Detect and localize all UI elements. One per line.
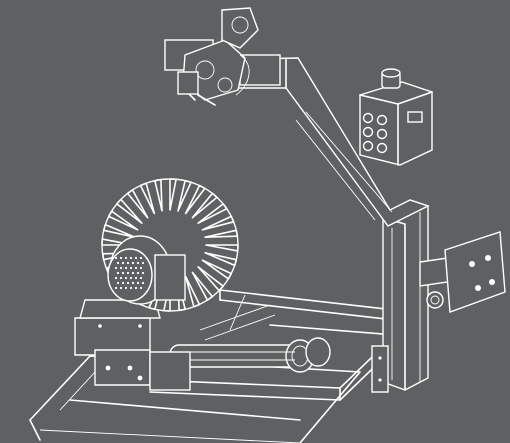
chuck-hole xyxy=(126,271,130,275)
chuck-hole xyxy=(139,266,143,270)
chuck-hole xyxy=(134,256,138,260)
control-button-icon xyxy=(376,128,388,140)
chuck-hole xyxy=(116,261,120,265)
side-arm xyxy=(419,231,506,313)
fin xyxy=(184,275,201,308)
chuck-hole xyxy=(134,286,138,290)
torch-head xyxy=(177,7,259,106)
chuck-hole xyxy=(131,281,135,285)
vertical-column xyxy=(371,199,429,393)
chuck-hole xyxy=(134,266,138,270)
chuck-hole xyxy=(119,266,123,270)
fin xyxy=(116,198,143,224)
fin xyxy=(201,259,233,280)
chuck-hole xyxy=(114,266,118,270)
chuck-hole xyxy=(124,286,128,290)
chuck-hole xyxy=(131,261,135,265)
fin xyxy=(191,192,218,219)
chuck-hole xyxy=(126,261,130,265)
fin xyxy=(177,179,192,212)
chuck-hole xyxy=(119,276,123,280)
chuck-hole xyxy=(136,271,140,275)
chuck-hole xyxy=(134,276,138,280)
control-box xyxy=(359,68,433,166)
chuck-hole xyxy=(116,271,120,275)
chuck-hole xyxy=(129,256,133,260)
chuck-hole xyxy=(114,256,118,260)
chuck-hole xyxy=(129,266,133,270)
chuck-hole xyxy=(124,256,128,260)
chuck-hole xyxy=(126,281,130,285)
fin xyxy=(191,271,214,301)
chuck-hole xyxy=(129,276,133,280)
chuck-hole xyxy=(139,276,143,280)
fin xyxy=(169,178,177,211)
chuck-hole xyxy=(136,281,140,285)
fin xyxy=(204,251,238,267)
front-carriage xyxy=(74,299,191,391)
drive-motor xyxy=(169,337,331,373)
fin xyxy=(197,203,228,224)
control-button-icon xyxy=(362,112,374,124)
chuck-hole xyxy=(131,271,135,275)
fin xyxy=(139,182,156,215)
fin xyxy=(204,229,239,239)
fin xyxy=(205,244,239,252)
rotary-chuck xyxy=(107,235,186,305)
chuck-hole xyxy=(119,256,123,260)
chuck-hole xyxy=(124,276,128,280)
chuck-hole xyxy=(136,261,140,265)
chuck-hole xyxy=(129,286,133,290)
control-button-icon xyxy=(362,140,374,152)
fin xyxy=(126,189,149,219)
chuck-hole xyxy=(116,281,120,285)
chuck-hole xyxy=(121,261,125,265)
fin xyxy=(102,223,136,239)
chuck-hole xyxy=(121,271,125,275)
control-button-icon xyxy=(376,114,388,126)
fin xyxy=(201,215,235,231)
chuck-hole xyxy=(114,276,118,280)
fin xyxy=(107,210,139,231)
chuck-hole xyxy=(119,286,123,290)
chuck-hole xyxy=(141,271,145,275)
chuck-hole xyxy=(139,286,143,290)
chuck-hole xyxy=(141,261,145,265)
chuck-hole xyxy=(114,286,118,290)
control-button-icon xyxy=(362,126,374,138)
control-button-icon xyxy=(376,142,388,154)
fin xyxy=(154,178,163,212)
chuck-hole xyxy=(124,266,128,270)
fin xyxy=(101,238,135,246)
chuck-hole xyxy=(121,281,125,285)
fin xyxy=(184,184,206,215)
chuck-hole xyxy=(141,281,145,285)
chuck-hole xyxy=(139,256,143,260)
fin xyxy=(197,266,224,292)
